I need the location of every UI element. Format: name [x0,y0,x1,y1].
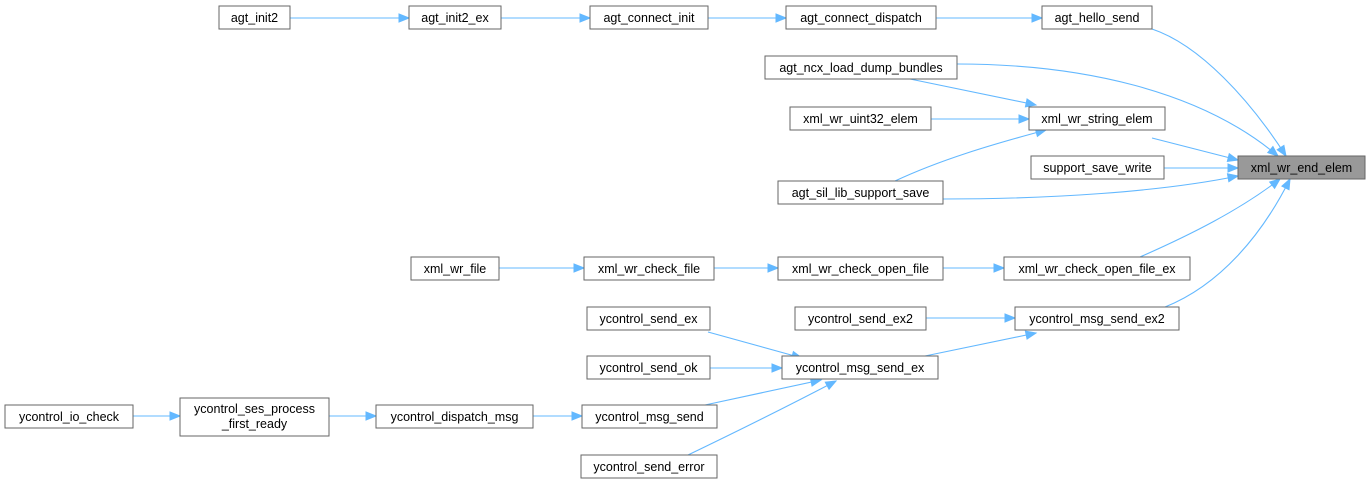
node-agt-init2-ex[interactable]: agt_init2_ex [408,5,502,30]
node-label: xml_wr_file [424,262,487,276]
node-xml-wr-string-elem[interactable]: xml_wr_string_elem [1028,106,1166,131]
node-xml-wr-check-open-file[interactable]: xml_wr_check_open_file [777,256,944,281]
node-support-save-write[interactable]: support_save_write [1030,155,1165,180]
edge-agt-ncx-load-dump-bundles-to-xml-wr-string-elem-arrowhead [1024,98,1038,108]
node-label: agt_init2 [231,11,278,25]
node-label: ycontrol_msg_send_ex [796,361,925,375]
node-label-line1: ycontrol_ses_process [194,402,315,416]
node-xml-wr-end-elem[interactable]: xml_wr_end_elem [1237,155,1366,180]
edge-ycontrol-send-error-to-ycontrol-msg-send-ex [687,380,837,456]
edge-xml-wr-check-open-file-ex-to-root-arrowhead [1268,178,1282,190]
node-label: ycontrol_send_ex [600,312,699,326]
node-ycontrol-send-error[interactable]: ycontrol_send_error [580,454,718,479]
node-label: ycontrol_msg_send_ex2 [1029,312,1165,326]
node-xml-wr-check-open-file-ex[interactable]: xml_wr_check_open_file_ex [1003,256,1191,281]
edge-agt-connect-dispatch-to-agt-hello-send-arrowhead [1031,13,1044,23]
node-label: agt_connect_init [603,11,695,25]
node-ycontrol-ses-process-first-ready[interactable]: ycontrol_ses_process _first_ready [179,397,330,437]
node-agt-ncx-load-dump-bundles[interactable]: agt_ncx_load_dump_bundles [764,55,958,80]
node-label: agt_ncx_load_dump_bundles [779,61,942,75]
edge-xml-wr-check-open-file-ex-to-root [1139,178,1281,258]
node-label: xml_wr_string_elem [1041,112,1152,126]
edge-xml-wr-check-open-file-to-xml-wr-check-open-file-ex-arrowhead [993,263,1006,273]
edge-agt-ncx-load-dump-bundles-to-xml-wr-string-elem [909,78,1037,106]
node-agt-connect-dispatch[interactable]: agt_connect_dispatch [785,5,937,30]
graph-nodes: xml_wr_end_elem agt_hello_send agt_conne… [4,5,1366,479]
node-ycontrol-send-ex[interactable]: ycontrol_send_ex [586,306,711,331]
node-label: agt_hello_send [1055,11,1140,25]
node-label-line2: _first_ready [221,417,288,431]
edge-ycontrol-msg-send-ex-to-ycontrol-msg-send-ex2-arrowhead [1024,330,1038,340]
edge-ycontrol-io-check-to-ycontrol-ses-process-arrowhead [169,411,182,421]
edge-ycontrol-msg-send-ex-to-ycontrol-msg-send-ex2 [924,332,1037,357]
node-ycontrol-msg-send-ex[interactable]: ycontrol_msg_send_ex [781,355,939,380]
node-label: ycontrol_send_ex2 [808,312,913,326]
edge-xml-wr-file-to-xml-wr-check-file-arrowhead [573,263,586,273]
node-label: xml_wr_check_open_file [792,262,929,276]
node-label: ycontrol_dispatch_msg [391,410,519,424]
edge-ycontrol-send-error-to-ycontrol-msg-send-ex-arrowhead [824,380,838,391]
edge-ycontrol-send-ex-to-ycontrol-msg-send-ex [707,331,803,359]
node-agt-init2[interactable]: agt_init2 [218,5,291,30]
edge-agt-init2-ex-to-agt-connect-init-arrowhead [579,13,592,23]
node-xml-wr-check-file[interactable]: xml_wr_check_file [583,256,715,281]
edge-ycontrol-send-ok-to-ycontrol-msg-send-ex-arrowhead [771,363,784,373]
edge-agt-hello-send-to-root [1151,28,1287,157]
node-label: agt_sil_lib_support_save [792,186,930,200]
node-ycontrol-dispatch-msg[interactable]: ycontrol_dispatch_msg [375,404,534,429]
node-agt-connect-init[interactable]: agt_connect_init [589,5,709,30]
node-label: xml_wr_check_file [598,262,700,276]
edge-xml-wr-string-elem-to-root-arrowhead [1226,152,1240,163]
node-label: ycontrol_send_error [593,460,704,474]
node-label: xml_wr_end_elem [1251,161,1352,175]
node-agt-sil-lib-support-save[interactable]: agt_sil_lib_support_save [777,180,944,205]
edge-xml-wr-check-file-to-xml-wr-check-open-file-arrowhead [767,263,780,273]
edge-agt-init2-to-agt-init2-ex-arrowhead [398,13,411,23]
edge-ycontrol-dispatch-msg-to-ycontrol-msg-send-arrowhead [571,411,584,421]
edge-agt-sil-lib-support-save-to-root-arrowhead [1226,173,1240,183]
node-agt-hello-send[interactable]: agt_hello_send [1041,5,1153,30]
edge-ycontrol-send-ex2-to-ycontrol-msg-send-ex2-arrowhead [1004,313,1017,323]
edge-ycontrol-msg-send-ex2-to-root [1164,178,1291,308]
node-xml-wr-uint32-elem[interactable]: xml_wr_uint32_elem [789,106,932,131]
node-label: ycontrol_send_ok [600,361,699,375]
node-label: ycontrol_io_check [19,410,120,424]
node-ycontrol-msg-send-ex2[interactable]: ycontrol_msg_send_ex2 [1014,306,1180,331]
node-label: agt_init2_ex [421,11,489,25]
edge-ycontrol-ses-process-to-ycontrol-dispatch-msg-arrowhead [365,411,378,421]
node-label: ycontrol_msg_send [595,410,703,424]
node-ycontrol-send-ex2[interactable]: ycontrol_send_ex2 [794,306,927,331]
edge-agt-connect-init-to-agt-connect-dispatch-arrowhead [775,13,788,23]
graph-edges [133,13,1291,456]
node-label: xml_wr_uint32_elem [803,112,918,126]
node-xml-wr-file[interactable]: xml_wr_file [410,256,500,281]
edge-xml-wr-string-elem-to-root [1151,137,1239,161]
edge-agt-sil-lib-support-save-to-xml-wr-string-elem [894,129,1047,182]
edge-ycontrol-msg-send-ex2-to-root-arrowhead [1281,177,1291,191]
node-ycontrol-msg-send[interactable]: ycontrol_msg_send [581,404,718,429]
edge-xml-wr-uint32-elem-to-xml-wr-string-elem-arrowhead [1018,114,1031,124]
edge-agt-sil-lib-support-save-to-root [942,175,1239,200]
edge-agt-hello-send-to-root-arrowhead [1276,144,1287,158]
edge-agt-ncx-load-dump-bundles-to-root [956,63,1279,157]
edge-ycontrol-msg-send-to-ycontrol-msg-send-ex [704,379,822,406]
edge-support-save-write-to-root-arrowhead [1227,163,1240,173]
node-label: agt_connect_dispatch [800,11,922,25]
edge-agt-ncx-load-dump-bundles-to-root-arrowhead [1266,145,1280,157]
node-ycontrol-send-ok[interactable]: ycontrol_send_ok [586,355,711,380]
node-ycontrol-io-check[interactable]: ycontrol_io_check [4,404,134,429]
node-label: support_save_write [1043,161,1151,175]
node-label: xml_wr_check_open_file_ex [1018,262,1176,276]
